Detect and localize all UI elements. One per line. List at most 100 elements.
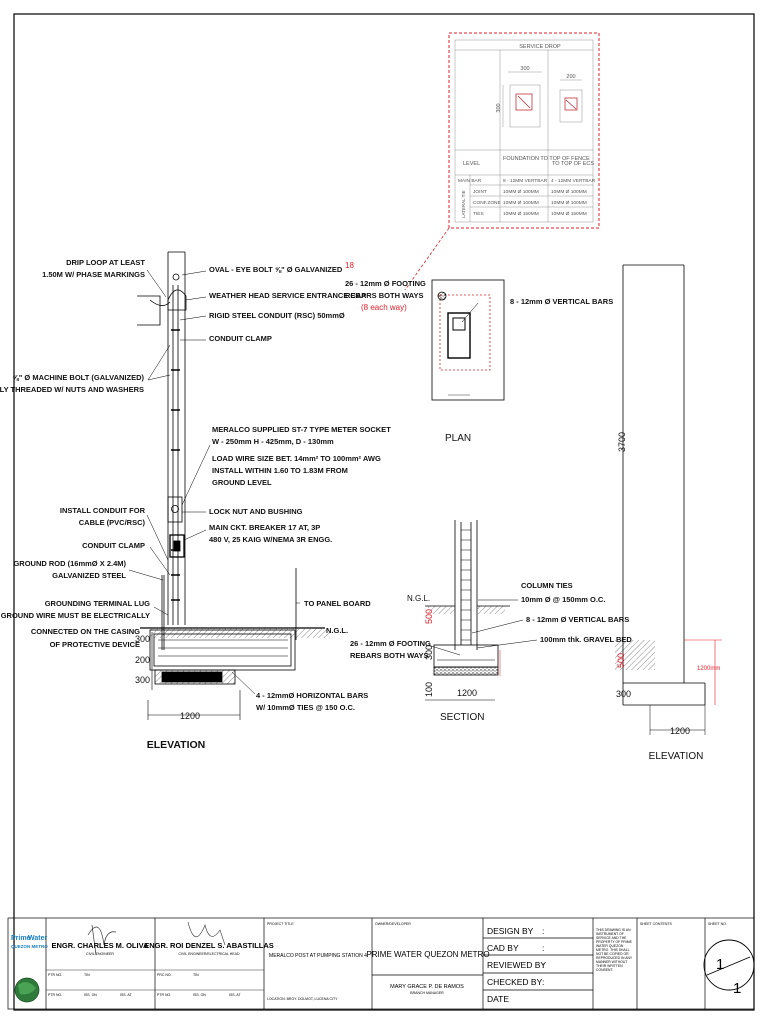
lock-nut-label: LOCK NUT AND BUSHING	[209, 507, 303, 516]
schedule-cell: 4 - 12MM VERTBAR	[551, 178, 596, 184]
section-dim-1200: 1200	[457, 688, 477, 698]
schedule-cell: 10MM Ø 150MM	[551, 211, 587, 217]
plan-each-way: (8 each way)	[361, 303, 407, 312]
post-footing	[140, 568, 330, 685]
sheet-border	[13, 13, 755, 1011]
horizontal-bars-label-1: 4 - 12mmØ HORIZONTAL BARS	[256, 691, 368, 700]
section-dim-500: 500	[424, 609, 434, 624]
detail-leader	[404, 227, 450, 291]
post-elevation-drawing	[137, 251, 187, 650]
post-labels: DRIP LOOP AT LEAST 1.50M W/ PHASE MARKIN…	[0, 258, 391, 751]
iss-on-1: ISS. ON	[84, 993, 97, 997]
disclaimer-box: THIS DRAWING IS AN INSTRUMENT OF SERVICE…	[596, 928, 635, 972]
right-dim-300: 300	[616, 689, 631, 699]
schedule-cell: MAIN BAR	[458, 178, 482, 184]
reviewed-by-colon: :	[542, 960, 544, 970]
meter-socket-label-5: GROUND LEVEL	[212, 478, 272, 487]
schedule-side-label: LATERAL TIE	[461, 190, 466, 218]
schedule-dim-side: 300	[496, 103, 502, 112]
plan-footing-label: 26 - 12mm Ø FOOTING	[345, 279, 426, 288]
cad-by-colon: :	[542, 943, 544, 953]
grounding-lug-label-2: GROUND WIRE MUST BE ELECTRICALLY	[1, 611, 150, 620]
service-drop-schedule: SERVICE DROP 300 200 300 LEVEL FOUNDATIO…	[448, 32, 600, 229]
schedule-cell: 8 - 12MM VERTBAR	[503, 178, 548, 184]
schedule-cell: 10MM Ø 150MM	[503, 211, 539, 217]
section-vertical-bars: 8 - 12mm Ø VERTICAL BARS	[526, 615, 629, 624]
date-label: DATE	[487, 994, 509, 1004]
sheet-total: 1	[733, 980, 741, 997]
section-footing-label-2: REBARS BOTH WAYS	[350, 651, 428, 660]
meter-socket-label-2: W - 250mm H - 425mm, D - 130mm	[212, 437, 334, 446]
checked-by-label: CHECKED BY	[487, 977, 543, 987]
schedule-cell: 10MM Ø 100MM	[503, 200, 539, 206]
meter-socket-label-3: LOAD WIRE SIZE BET. 14mm² TO 100mm² AWG	[212, 454, 381, 463]
schedule-dim-a: 300	[520, 66, 529, 72]
ground-rod-label-1: GROUND ROD (16mmØ X 2.4M)	[13, 559, 126, 568]
sheet-no-label: SHEET NO.	[708, 922, 727, 926]
iss-at-1: ISS. AT	[120, 993, 132, 997]
logo-text-3: QUEZON METRO	[11, 944, 48, 949]
section-drawing	[425, 520, 510, 701]
install-conduit-label-2: CABLE (PVC/RSC)	[79, 518, 146, 527]
right-elevation-labels: 3700 500 300 1200 1200mm ELEVATION	[616, 432, 720, 762]
post-leaders	[128, 269, 300, 695]
dim-200: 200	[135, 655, 150, 665]
main-breaker-label-2: 480 V, 25 KAIG W/NEMA 3R ENGG.	[209, 535, 332, 544]
manager-name: MARY GRACE P. DE RAMOS	[390, 984, 464, 990]
right-elevation-title: ELEVATION	[649, 751, 704, 762]
reviewed-by-label: REVIEWED BY	[487, 960, 546, 970]
main-breaker-label-1: MAIN CKT. BREAKER 17 AT, 3P	[209, 523, 320, 532]
schedule-cell: 10MM Ø 100MM	[503, 189, 539, 195]
owner-name: PRIME WATER QUEZON METRO	[366, 950, 489, 959]
location-label: LOCATION: BRGY. DOLMOT, LUCENA CITY	[267, 997, 338, 1001]
plan-labels: 18 26 - 12mm Ø FOOTING REBARS BOTH WAYS …	[345, 261, 613, 444]
title-block-text: Prime Water QUEZON METRO ENGR. CHARLES M…	[11, 922, 741, 1004]
horizontal-bars-label-2: W/ 10mmØ TIES @ 150 O.C.	[256, 703, 355, 712]
prc-no: PRC NO.	[157, 973, 172, 977]
ptr-no-1: PTR NO.	[48, 973, 62, 977]
grounding-lug-label-4: OF PROTECTIVE DEVICE	[50, 640, 140, 649]
post-dimensions	[147, 632, 241, 720]
cad-by-label: CAD BY	[487, 943, 519, 953]
logo-text-1: Prime	[11, 935, 31, 942]
engineer-2-name: ENGR. ROI DENZEL S. ABASTILLAS	[144, 941, 274, 950]
title-block	[7, 917, 755, 1010]
gravel-bed-label: 100mm thk. GRAVEL BED	[540, 635, 632, 644]
plan-drawing	[431, 279, 505, 401]
schedule-cell: CONF.ZONE	[473, 200, 501, 206]
meter-socket-label-4: INSTALL WITHIN 1.60 TO 1.83M FROM	[212, 466, 348, 475]
checked-by-colon: :	[542, 977, 544, 987]
right-dim-500: 500	[616, 653, 626, 668]
drip-loop-label-2: 1.50M W/ PHASE MARKINGS	[42, 270, 145, 279]
post-elevation-title: ELEVATION	[147, 739, 206, 751]
section-leaders	[427, 599, 538, 676]
install-conduit-label-1: INSTALL CONDUIT FOR	[60, 506, 146, 515]
grounding-lug-label-1: GROUNDING TERMINAL LUG	[45, 599, 150, 608]
meter-socket-label-1: MERALCO SUPPLIED ST-7 TYPE METER SOCKET	[212, 425, 391, 434]
iss-at-2: ISS. AT	[229, 993, 241, 997]
sheet-contents-label: SHEET CONTENTS	[640, 922, 672, 926]
dim-300-top: 300	[135, 634, 150, 644]
schedule-header-foundation: FOUNDATION TO TOP OF FENCE	[503, 156, 590, 162]
tin-2: TIN	[193, 973, 199, 977]
section-labels: N.G.L. COLUMN TIES 10mm Ø @ 150mm O.C. 8…	[350, 581, 632, 723]
schedule-dim-b: 200	[566, 74, 575, 80]
logo-text-2: Water	[28, 935, 47, 942]
ptr-no-2: PTR NO.	[48, 993, 62, 997]
tin-1: TIN	[84, 973, 90, 977]
section-footing-label-1: 26 - 12mm Ø FOOTING	[350, 639, 431, 648]
owner-label: OWNER/DEVELOPER	[375, 922, 411, 926]
engineer-2-role: CIVIL ENGINEER/ELECTRICAL HEAD	[178, 952, 239, 956]
sheet-number: 1	[716, 956, 724, 973]
right-dim-red: 1200mm	[697, 666, 720, 672]
plan-red-number: 18	[345, 261, 354, 270]
oval-eye-bolt-label: OVAL - EYE BOLT ⅝" Ø GALVANIZED	[209, 265, 343, 274]
iss-on-2: ISS. ON	[193, 993, 206, 997]
plan-title: PLAN	[445, 433, 471, 444]
schedule-header-level: LEVEL	[463, 161, 480, 167]
dim-3700: 3700	[617, 432, 627, 452]
section-ngl: N.G.L.	[407, 594, 430, 603]
section-title: SECTION	[440, 712, 484, 723]
section-dim-100: 100	[424, 682, 434, 697]
